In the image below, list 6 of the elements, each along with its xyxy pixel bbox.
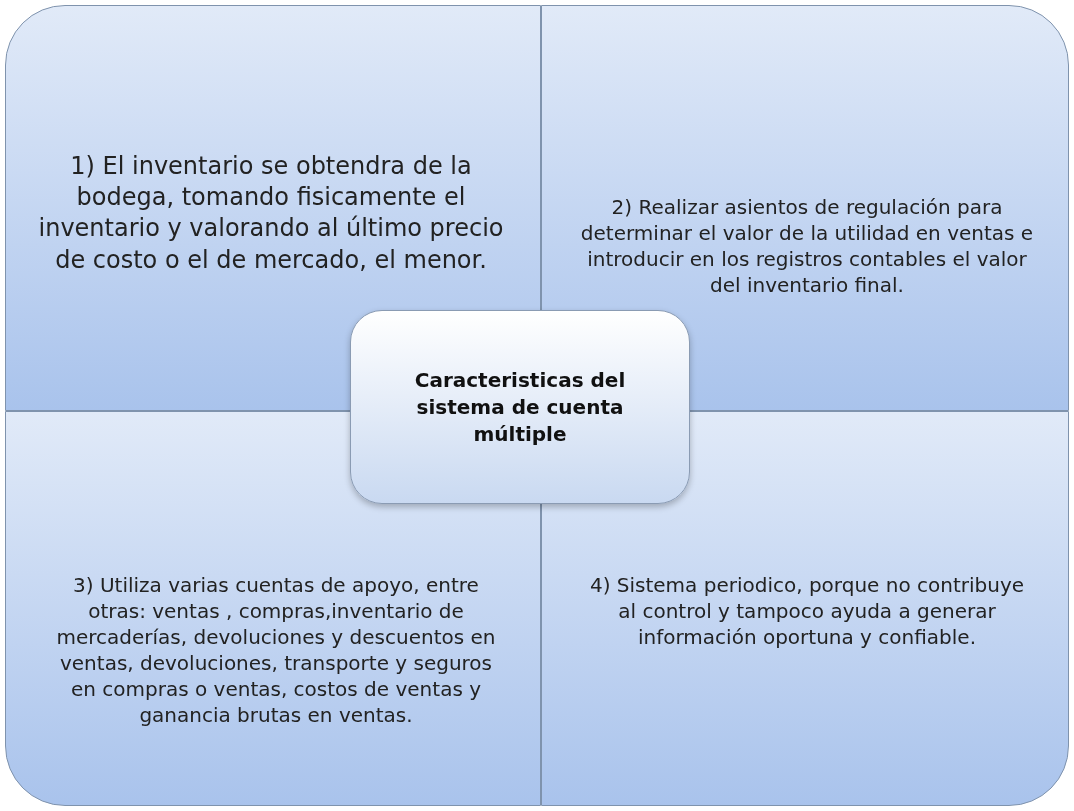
quadrant-text: 1) El inventario se obtendra de la bodega, tomando fisicamente el inventario y valorando al último precio de costo o el de mercado, el menor. [37, 151, 505, 276]
quadrant-text: 4) Sistema periodico, porque no contribuye al control y tampoco ayuda a generar información oportuna y confiable. [588, 572, 1026, 650]
center-box [350, 310, 690, 504]
quadrant-text: 3) Utiliza varias cuentas de apoyo, entre otras: ventas , compras,inventario de mercaderías, devoluciones y descuentos en ventas, devoluciones, transporte y seguros en compras o ventas, costos de ventas y ganancia brutas en ventas. [55, 572, 497, 728]
quadrant-text: 2) Realizar asientos de regulación para determinar el valor de la utilidad en ventas e introducir en los registros contables el valor del inventario final. [579, 194, 1035, 298]
center-title: Caracteristicas del sistema de cuenta múltiple [413, 366, 627, 448]
